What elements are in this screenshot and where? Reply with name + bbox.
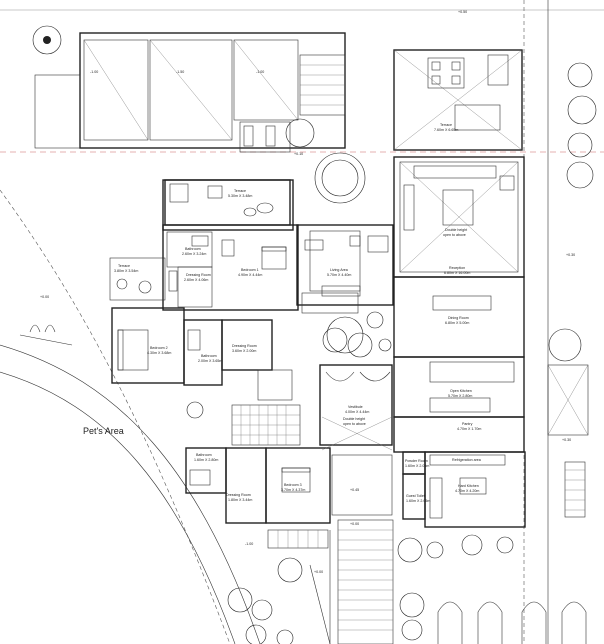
vestibule-name: Vestibule bbox=[348, 405, 363, 409]
terrace-left: Terrace 3.80m X 3.54m bbox=[109, 257, 166, 301]
level-bottom-left: +0.00 bbox=[314, 570, 323, 574]
site-boundary-curve bbox=[0, 344, 261, 644]
bathroom-1-size: 2.60m X 3.24m bbox=[182, 252, 206, 256]
terrace-top: Terrace 7.60m X 6.65m bbox=[393, 49, 523, 151]
dressing-room-2-size: 3.60m X 2.00m bbox=[232, 349, 256, 353]
bathroom-3-size: 1.60m X 2.80m bbox=[194, 458, 218, 462]
level-mid-right: +0.30 bbox=[562, 438, 571, 442]
level-pool-a: -1.00 bbox=[90, 70, 98, 74]
pets-area-label: Pet's Area bbox=[83, 426, 124, 436]
dining-room-name: Dining Room bbox=[448, 316, 469, 320]
bedroom-2-name: Bedroom 2 bbox=[150, 346, 168, 350]
dressing-room-1-size: 2.60m X 4.06m bbox=[184, 278, 208, 282]
terrace-top-name: Terrace bbox=[440, 123, 452, 127]
vestibule: Vestibule 4.00m X 4.44m Double height op… bbox=[321, 371, 393, 451]
bathroom-3-name: Bathroom bbox=[196, 453, 212, 457]
level-entrance: +0.45 bbox=[350, 488, 359, 492]
bathroom-2-size: 2.00m X 3.65m bbox=[198, 359, 222, 363]
level-pool-c: -1.00 bbox=[256, 70, 264, 74]
dressing-room-2-name: Dressing Room bbox=[232, 344, 257, 348]
open-kitchen-size: 5.70m X 2.80m bbox=[448, 394, 472, 398]
level-top-right: +0.50 bbox=[458, 10, 467, 14]
double-height-mid-name: Double height bbox=[343, 417, 365, 421]
level-bottom-stairs: -1.00 bbox=[245, 542, 253, 546]
double-height-top: Double height open to above Reception 6.… bbox=[399, 161, 519, 275]
terrace-mid-name: Terrace bbox=[234, 189, 246, 193]
living-area-name: Living Area bbox=[330, 268, 348, 272]
open-kitchen-name: Open Kitchen bbox=[450, 389, 472, 393]
pantry-name: Pantry bbox=[462, 422, 473, 426]
bathroom-1: Bathroom 2.60m X 3.24m bbox=[166, 231, 213, 268]
dining-room: Dining Room 6.80m X 5.00m bbox=[432, 295, 492, 325]
double-height-mid-size: open to above bbox=[343, 422, 366, 426]
level-pool-b: -1.50 bbox=[176, 70, 184, 74]
bedroom-2: Bedroom 2 4.30m X 3.68m bbox=[117, 329, 171, 371]
level-left-edge: +0.00 bbox=[40, 295, 49, 299]
terrace-left-size: 3.80m X 3.54m bbox=[114, 269, 138, 273]
pool-block bbox=[34, 32, 346, 153]
powder-room-size: 1.60m X 2.05m bbox=[405, 464, 429, 468]
setback-curve-outer bbox=[0, 189, 231, 644]
pantry-size: 4.70m X 1.70m bbox=[457, 427, 481, 431]
bedroom-3-size: 3.70m X 4.37m bbox=[281, 488, 305, 492]
living-area-size: 5.70m X 4.40m bbox=[327, 273, 351, 277]
double-height-top-name: Double height bbox=[445, 228, 467, 232]
bedroom-1: Bedroom 1 4.90m X 4.44m bbox=[221, 239, 287, 277]
terrace-left-name: Terrace bbox=[118, 264, 130, 268]
left-gate bbox=[19, 324, 73, 346]
hard-kitchen-name: Hard Kitchen bbox=[458, 484, 479, 488]
double-height-top-size: open to above bbox=[443, 233, 466, 237]
terrace-mid-size: 5.30m X 3.48m bbox=[228, 194, 252, 198]
reception-size: 6.80m X 16.00m bbox=[444, 271, 470, 275]
bathroom-1-name: Bathroom bbox=[185, 247, 201, 251]
powder-room-name: Powder Room bbox=[405, 459, 428, 463]
entrance-path bbox=[267, 454, 394, 644]
parked-cars bbox=[437, 601, 587, 644]
reception-name: Reception bbox=[449, 266, 465, 270]
bathroom-2: Bathroom 2.00m X 3.65m bbox=[187, 329, 222, 363]
level-right-edge: +0.30 bbox=[566, 253, 575, 257]
refrigeration-name: Refrigeration area bbox=[452, 458, 481, 462]
bedroom-1-name: Bedroom 1 bbox=[241, 268, 259, 272]
level-markers: +0.50 -1.00 -1.50 -1.00 +0.10 +0.30 +0.0… bbox=[40, 10, 575, 574]
hard-kitchen-size: 4.70m X 4.20m bbox=[455, 489, 479, 493]
dressing-room-2: Dressing Room 3.60m X 2.00m bbox=[232, 344, 257, 353]
guest-toilet-name: Guest Toilet bbox=[406, 494, 425, 498]
bedroom-1-size: 4.90m X 4.44m bbox=[238, 273, 262, 277]
dressing-room-1-name: Dressing Room bbox=[186, 273, 211, 277]
hard-kitchen: Hard Kitchen 4.70m X 4.20m bbox=[429, 477, 487, 519]
dressing-room-1: Dressing Room 2.60m X 4.06m bbox=[168, 266, 213, 308]
guest-toilet-size: 1.60m X 2.05m bbox=[406, 499, 430, 503]
level-stairs: +0.00 bbox=[350, 522, 359, 526]
bedroom-2-size: 4.30m X 3.68m bbox=[147, 351, 171, 355]
living-area: Living Area 5.70m X 4.40m bbox=[304, 235, 389, 297]
site-boundary-curve-inner bbox=[0, 371, 236, 644]
terrace-mid: Terrace 5.30m X 3.48m bbox=[164, 179, 291, 226]
dining-room-size: 6.80m X 5.00m bbox=[445, 321, 469, 325]
right-walkway bbox=[547, 364, 589, 518]
dressing-room-3-name: Dressing Room bbox=[226, 493, 251, 497]
level-near-terrace: +0.10 bbox=[294, 152, 303, 156]
staircase bbox=[231, 369, 301, 446]
terrace-top-size: 7.60m X 6.65m bbox=[434, 128, 458, 132]
trees bbox=[32, 25, 597, 644]
bedroom-3-name: Bedroom 3 bbox=[284, 483, 302, 487]
dressing-room-3-size: 1.80m X 3.44m bbox=[228, 498, 252, 502]
bathroom-2-name: Bathroom bbox=[201, 354, 217, 358]
open-kitchen: Open Kitchen 5.70m X 2.80m bbox=[429, 361, 515, 413]
pantry: Pantry 4.70m X 1.70m Refrigeration area bbox=[429, 422, 506, 466]
powder-guest: Powder Room 1.60m X 2.05m Guest Toilet 1… bbox=[405, 459, 430, 503]
vestibule-size: 4.00m X 4.44m bbox=[345, 410, 369, 414]
bedroom-3-suite: Bathroom 1.60m X 2.80m Bedroom 3 3.70m X… bbox=[189, 453, 311, 502]
house-walls bbox=[111, 156, 526, 528]
